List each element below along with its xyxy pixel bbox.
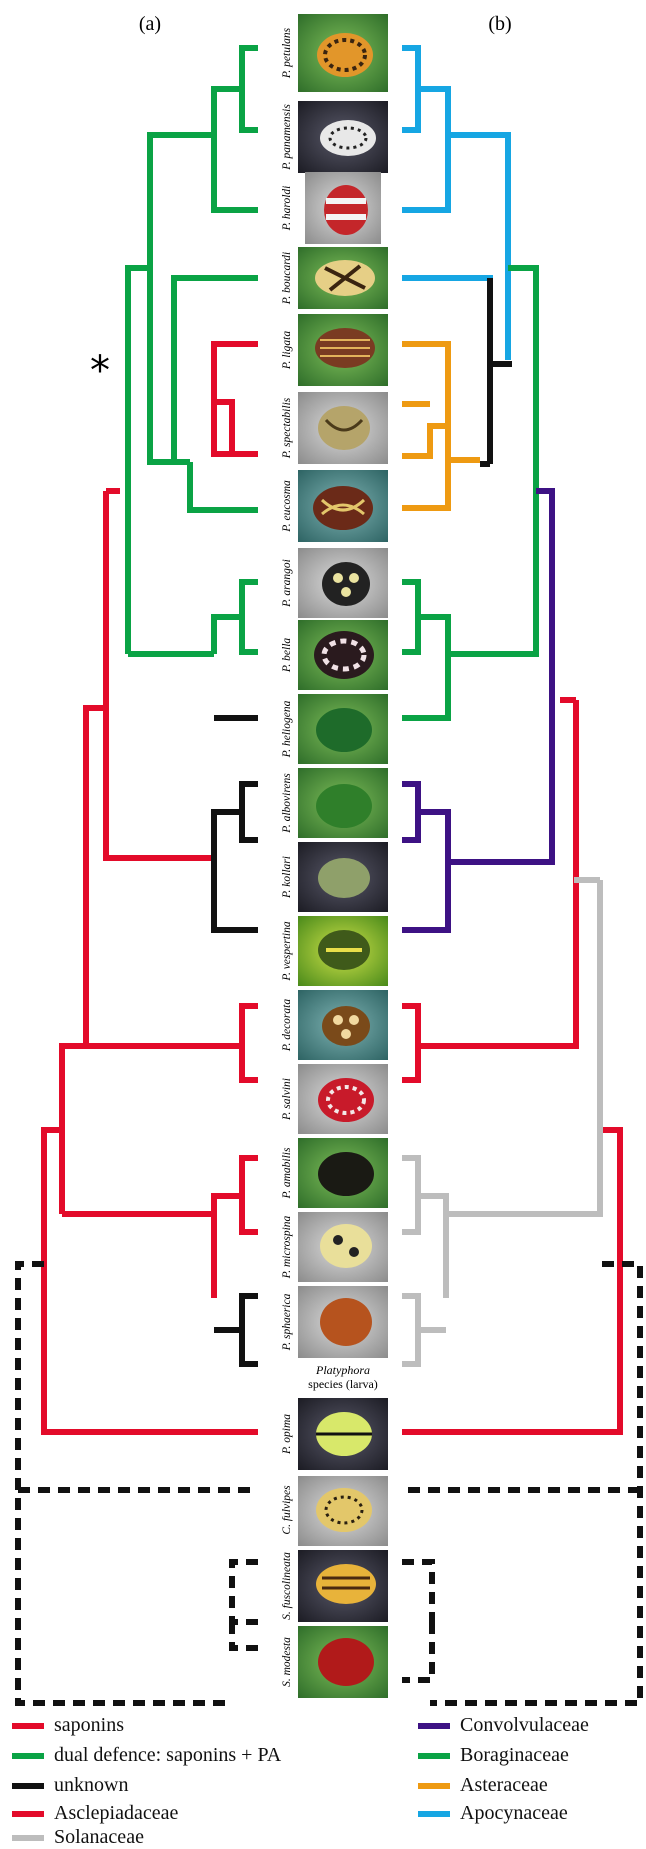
- legend-item-saponins: saponins: [12, 1714, 124, 1737]
- legend-swatch: [12, 1811, 44, 1817]
- legend-label: Convolvulaceae: [460, 1714, 589, 1737]
- legend-item-dual-defence: dual defence: saponins + PA: [12, 1744, 281, 1767]
- legend-item-boraginaceae: Boraginaceae: [418, 1744, 569, 1767]
- legend-swatch: [418, 1783, 450, 1789]
- legend-swatch: [418, 1811, 450, 1817]
- legend-label: dual defence: saponins + PA: [54, 1744, 281, 1767]
- legend-label: saponins: [54, 1714, 124, 1737]
- legend-swatch: [12, 1723, 44, 1729]
- legend-item-unknown: unknown: [12, 1774, 128, 1797]
- legend-label: Asclepiadaceae: [54, 1802, 178, 1825]
- legend-item-convolvulaceae: Convolvulaceae: [418, 1714, 589, 1737]
- legend-swatch: [12, 1835, 44, 1841]
- legend-label: Apocynaceae: [460, 1802, 568, 1825]
- legend-swatch: [418, 1723, 450, 1729]
- legend-item-apocynaceae: Apocynaceae: [418, 1802, 568, 1825]
- legend-item-asteraceae: Asteraceae: [418, 1774, 548, 1797]
- legend-label: Solanaceae: [54, 1826, 144, 1849]
- legend-swatch: [12, 1783, 44, 1789]
- legend-label: Asteraceae: [460, 1774, 548, 1797]
- legend-item-solanaceae: Solanaceae: [12, 1826, 144, 1849]
- legend-swatch: [418, 1753, 450, 1759]
- legend-label: Boraginaceae: [460, 1744, 569, 1767]
- legend-item-asclepiadaceae: Asclepiadaceae: [12, 1802, 178, 1825]
- legend-label: unknown: [54, 1774, 128, 1797]
- legend-swatch: [12, 1753, 44, 1759]
